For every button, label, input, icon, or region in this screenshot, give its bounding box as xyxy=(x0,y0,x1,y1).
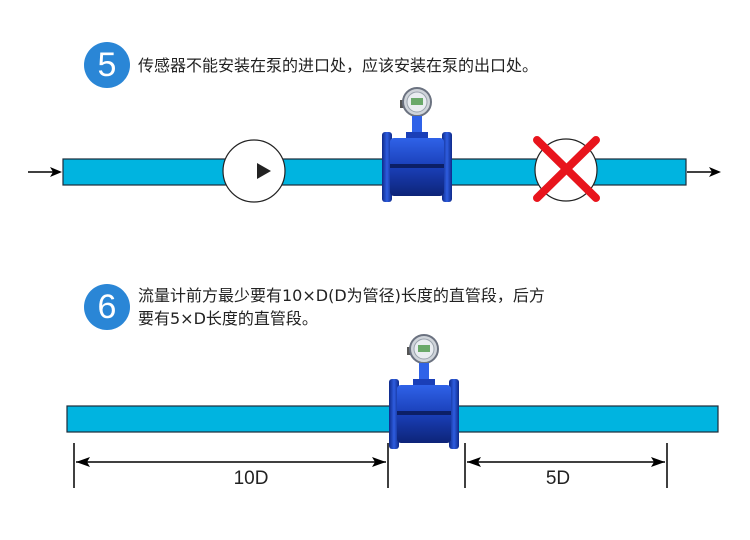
pump-icon xyxy=(222,139,286,203)
step-6-text: 流量计前方最少要有10×D(D为管径)长度的直管段，后方 要有5×D长度的直管段… xyxy=(138,286,545,328)
straight-pipe-diagram xyxy=(66,334,719,488)
downstream-dimension xyxy=(464,443,668,488)
pump-diagram xyxy=(28,87,721,203)
step-6-badge: 6 xyxy=(84,284,130,330)
inlet-arrow-icon xyxy=(28,167,62,177)
step-5-badge: 5 xyxy=(84,42,130,88)
downstream-length-label: 5D xyxy=(545,468,571,489)
upstream-dimension xyxy=(73,443,389,488)
cross-icon xyxy=(533,136,600,202)
step-5-text: 传感器不能安装在泵的进口处，应该安装在泵的出口处。 xyxy=(138,56,539,75)
flowmeter-icon-2 xyxy=(388,334,460,450)
outlet-arrow-icon xyxy=(687,167,721,177)
flowmeter-icon xyxy=(381,87,453,203)
upstream-length-label: 10D xyxy=(233,468,269,489)
